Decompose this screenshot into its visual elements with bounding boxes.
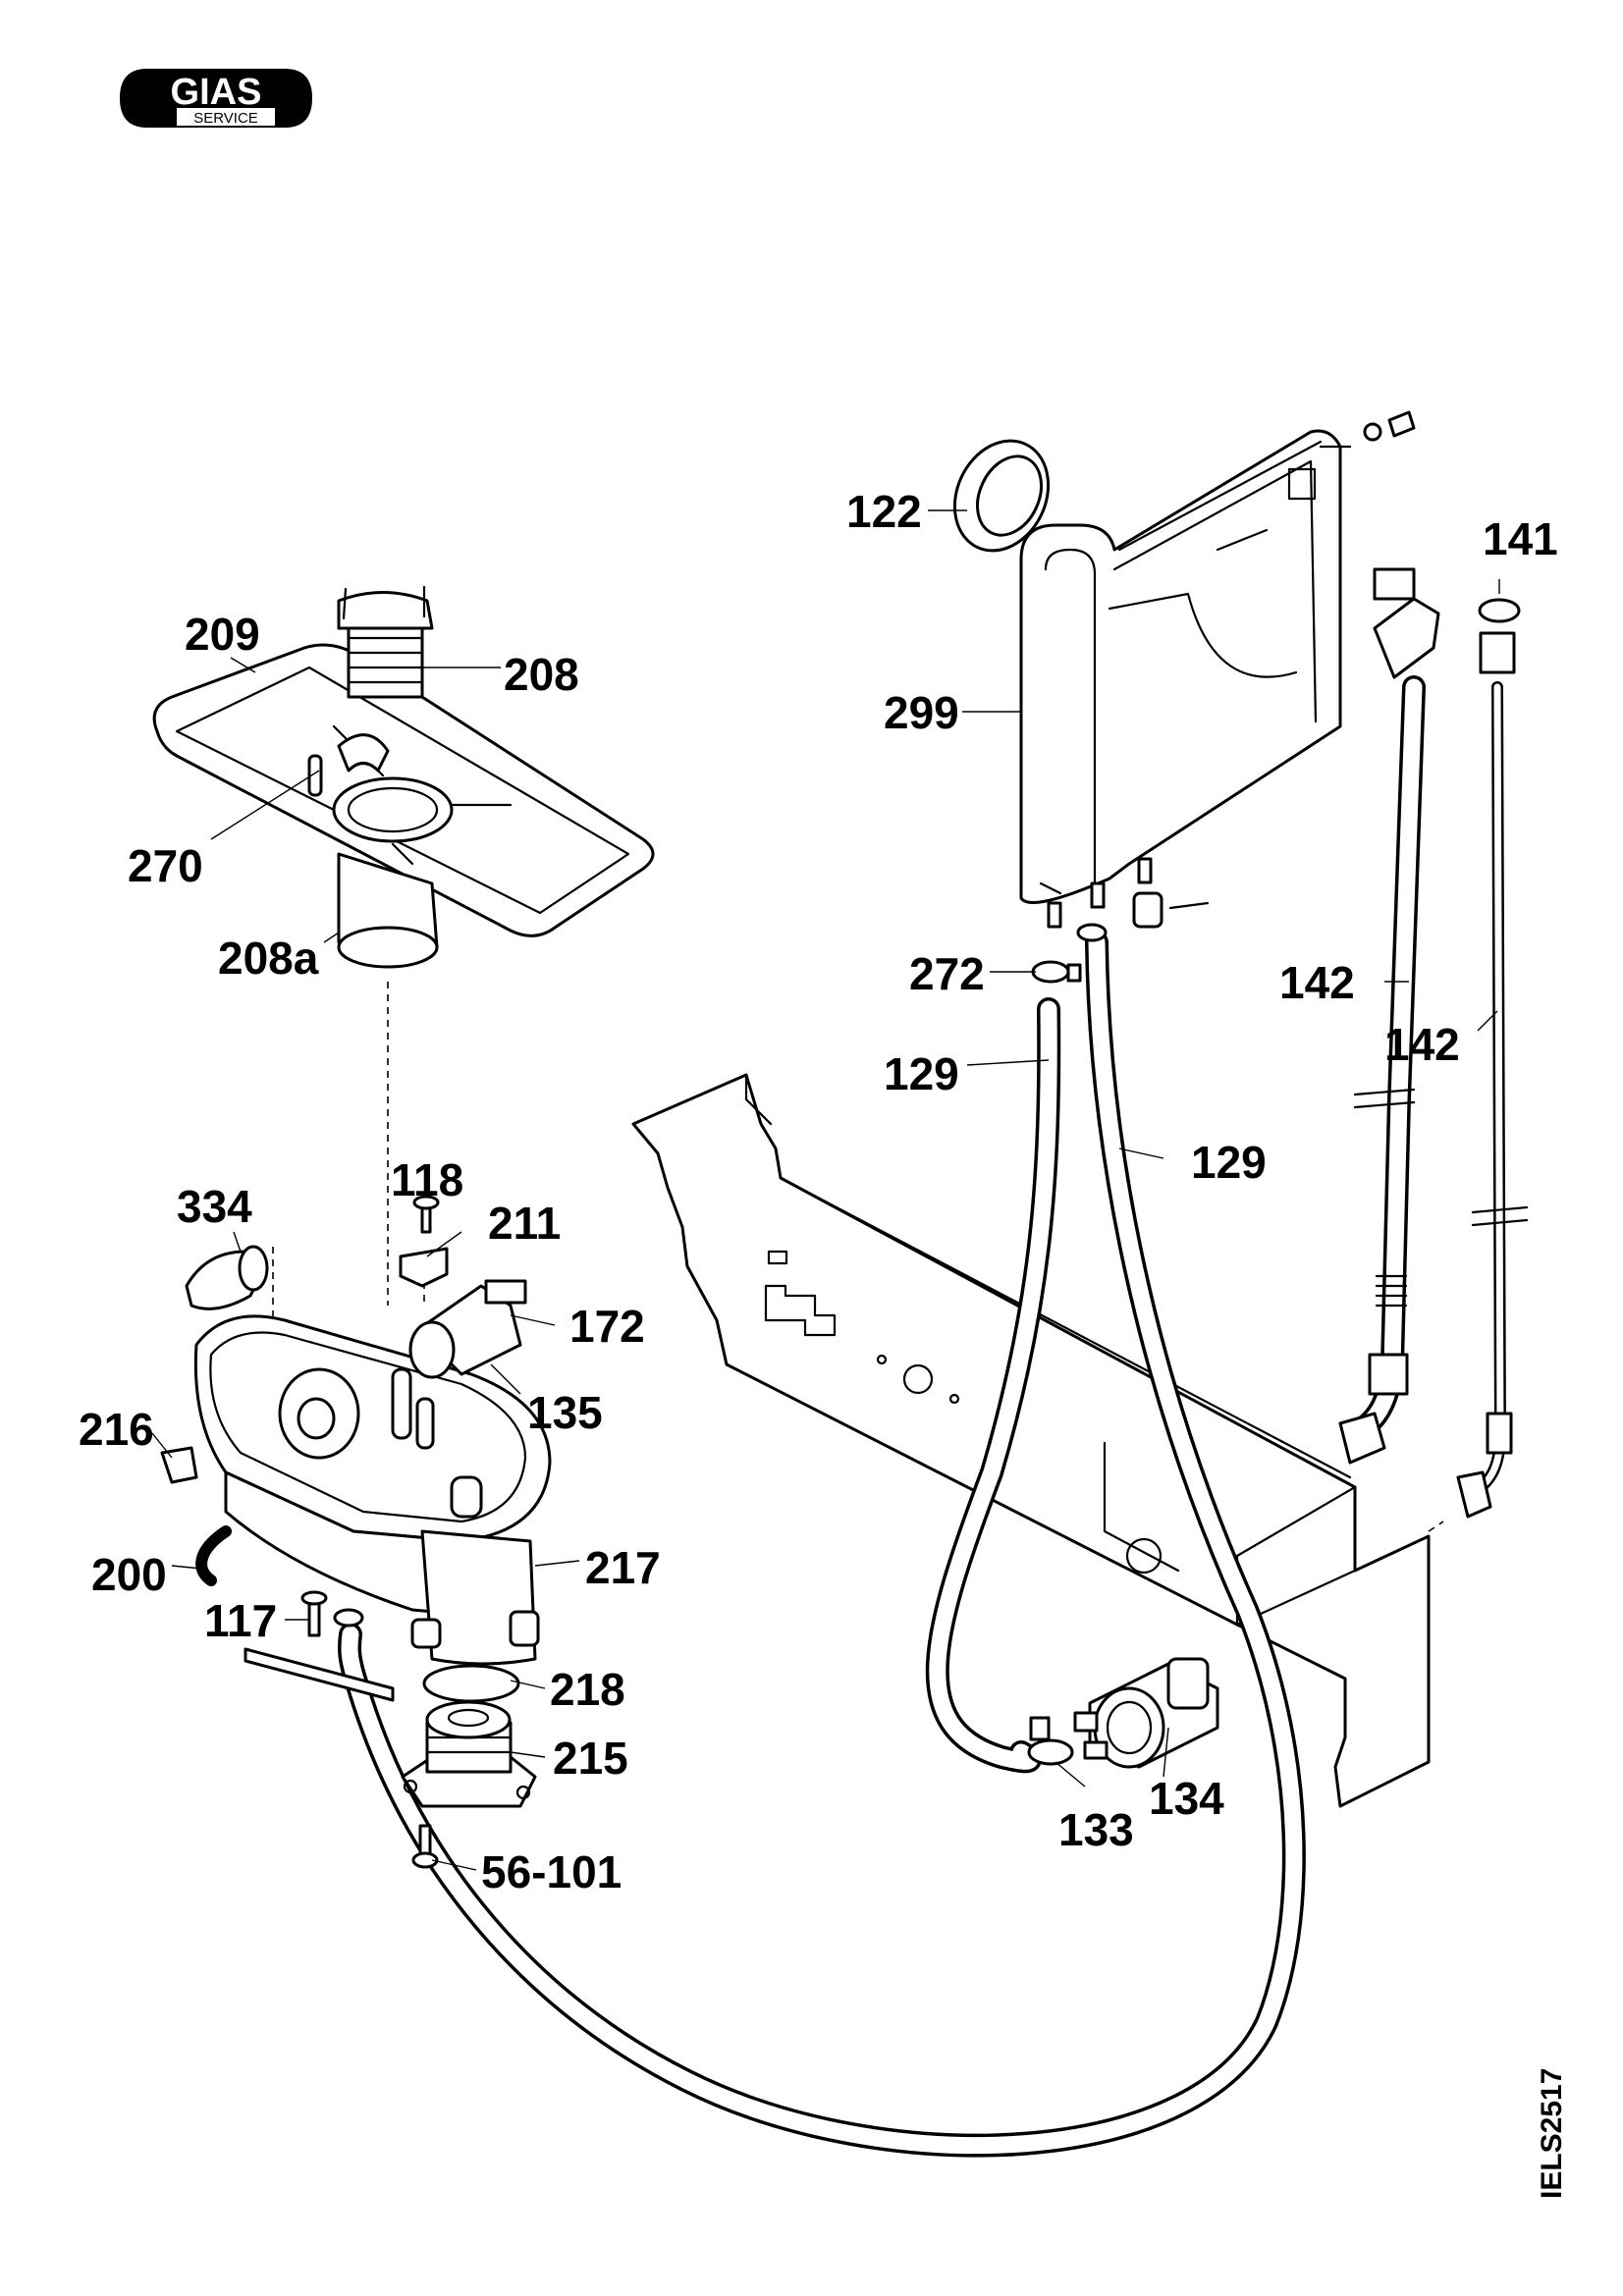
label-299: 299 [884, 687, 959, 738]
rear-panel [631, 1073, 1444, 1808]
label-217: 217 [585, 1542, 661, 1593]
label-135: 135 [527, 1387, 603, 1438]
filler-cap-215 [401, 1700, 537, 1808]
label-129-b: 129 [1191, 1137, 1267, 1188]
label-117: 117 [204, 1595, 277, 1646]
label-218: 218 [550, 1664, 625, 1715]
hose-connector-172-135 [408, 1279, 527, 1379]
inlet-hose-142-a [1338, 567, 1440, 1465]
label-208: 208 [504, 649, 579, 700]
label-118: 118 [391, 1154, 463, 1205]
label-142-b: 142 [1384, 1019, 1460, 1070]
washer-141 [1478, 598, 1521, 623]
hose-break-mark-b [1471, 1205, 1529, 1227]
logo-subtitle: SERVICE [193, 110, 258, 127]
detergent-dispenser-299 [1019, 410, 1416, 929]
label-208a: 208a [218, 933, 319, 984]
bracket-211 [399, 1247, 449, 1288]
label-134: 134 [1149, 1773, 1224, 1824]
screw-117 [300, 1590, 328, 1637]
label-216: 216 [79, 1404, 154, 1455]
salt-container-lid-209 [152, 585, 655, 969]
label-215: 215 [553, 1733, 628, 1784]
hose-129-short [925, 997, 1061, 1774]
float-334 [185, 1245, 269, 1310]
screw-118 [412, 1195, 440, 1234]
hose-clamp-133 [1027, 1716, 1074, 1766]
seal-ring-122 [952, 439, 1051, 553]
label-270: 270 [128, 840, 203, 891]
hose-clamp-117 [333, 1608, 364, 1628]
screw-56-101 [411, 1824, 439, 1869]
label-129-a: 129 [884, 1048, 959, 1099]
hose-clamp-272 [1031, 923, 1108, 984]
label-56-101: 56-101 [481, 1846, 622, 1897]
label-141: 141 [1483, 513, 1558, 564]
drawing-code: IELS2517 [1536, 2068, 1568, 2199]
label-172: 172 [569, 1301, 645, 1352]
label-334: 334 [177, 1181, 252, 1232]
clip-216 [160, 1446, 198, 1484]
hose-129-long [338, 931, 1306, 2158]
hose-break-mark-a [1353, 1088, 1416, 1109]
leader-lines [151, 509, 1500, 1871]
valve-134 [1073, 1657, 1219, 1769]
gasket-218 [422, 1664, 520, 1703]
part-labels: 122 299 141 142 142 209 208 270 208a 272… [79, 486, 1558, 1897]
salt-container-base-217 [193, 1314, 552, 1666]
strip-200 [195, 1525, 232, 1586]
label-211: 211 [488, 1198, 561, 1249]
logo-brand: GIAS [171, 72, 262, 113]
label-122: 122 [846, 486, 922, 537]
inlet-hose-142-b [1456, 631, 1516, 1519]
label-200: 200 [91, 1549, 167, 1600]
gias-service-logo: GIAS SERVICE [120, 69, 312, 128]
label-142-a: 142 [1279, 957, 1355, 1008]
label-133: 133 [1058, 1804, 1134, 1855]
label-209: 209 [185, 609, 260, 660]
strip-200-long [243, 1647, 395, 1702]
label-272: 272 [909, 948, 985, 999]
